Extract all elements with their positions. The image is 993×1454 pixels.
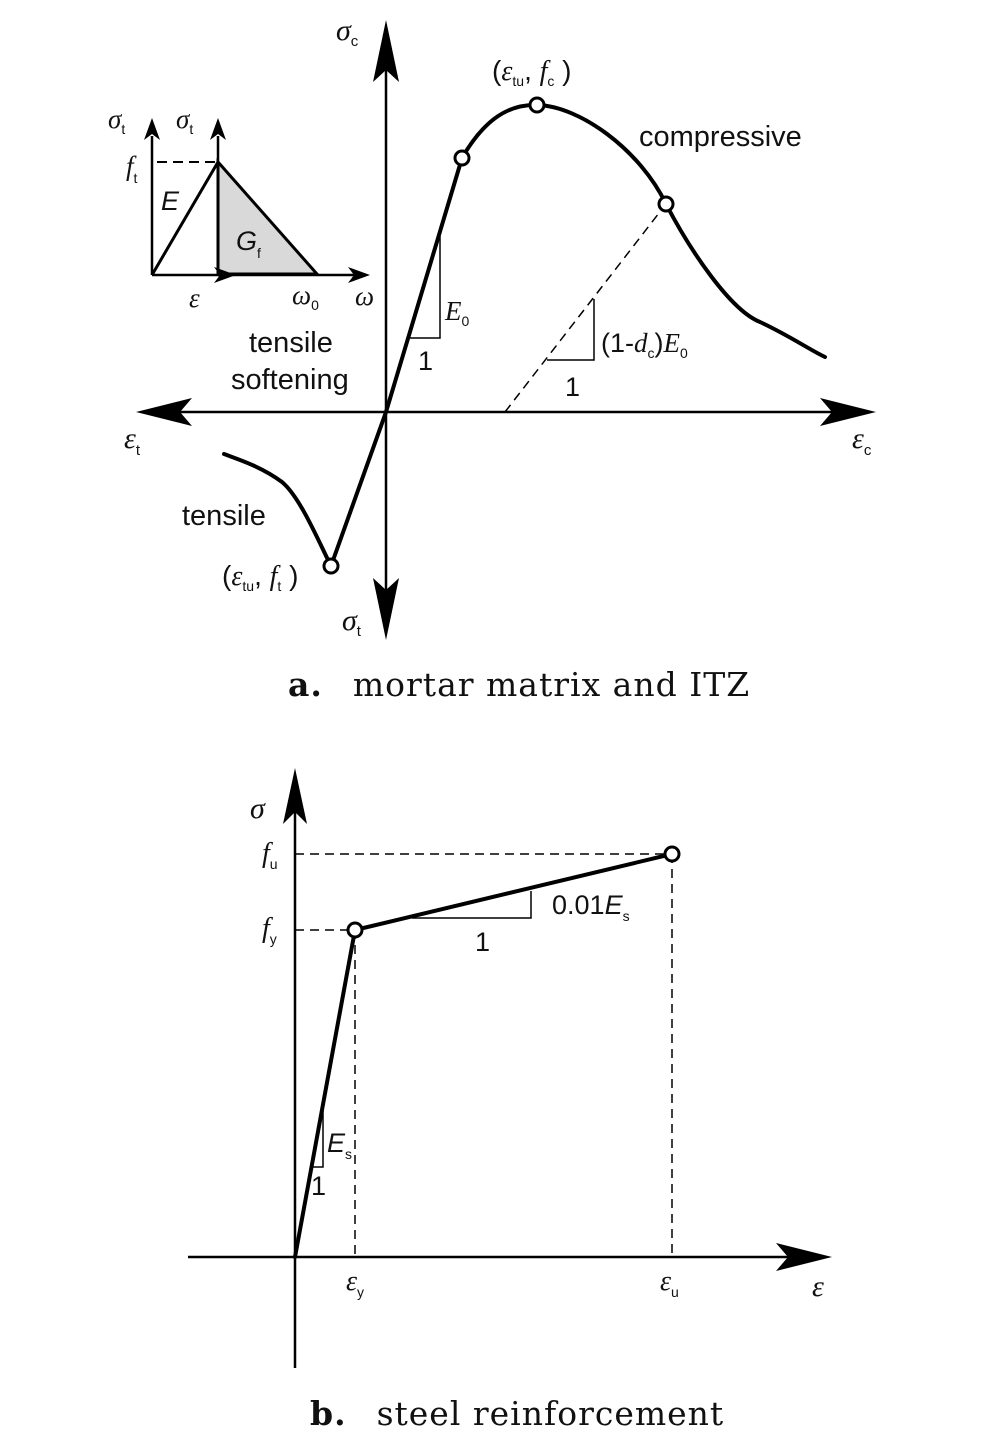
unload-slope-label: (1-dc)E0	[601, 328, 688, 361]
arrowhead-right-a	[820, 398, 876, 426]
slope-e0-label: E0	[444, 296, 470, 329]
eps-t-axis-label: εt	[124, 422, 141, 459]
tensile-label: tensile	[182, 500, 266, 532]
slope-e0-one: 1	[418, 346, 433, 376]
fu-label: fu	[262, 838, 278, 872]
eps-u-label: εu	[660, 1266, 679, 1300]
es-label: Es	[327, 1128, 352, 1162]
hardening-slope-triangle	[412, 891, 532, 919]
es-one: 1	[311, 1171, 326, 1201]
unload-one: 1	[565, 372, 580, 402]
inset-right-up-arrow	[210, 118, 226, 140]
elastic-slope-triangle	[311, 1110, 324, 1168]
inset-right-right-arrow	[348, 267, 370, 283]
ultimate-point	[663, 845, 681, 863]
inset-eps-label: ε	[189, 283, 200, 313]
elastic-limit-point	[453, 149, 471, 167]
fy-label: fy	[262, 913, 277, 947]
arrowhead-up-b	[283, 768, 307, 824]
tensile-peak-label: (εtu, ft )	[222, 560, 298, 594]
figure-b: σ ε fu fy εy εu 0.01Es 1 Es 1 b.steel re…	[188, 768, 832, 1433]
inset-e-label: E	[161, 186, 180, 216]
inset-omega-label: ω	[355, 281, 374, 311]
eps-y-label: εy	[346, 1266, 364, 1300]
inset-sigma-t-right: σt	[176, 104, 193, 137]
inset-left-up-arrow	[144, 118, 160, 140]
tensile-peak-point	[322, 557, 340, 575]
compressive-peak-point	[528, 96, 546, 114]
arrowhead-up-a	[373, 20, 399, 82]
arrowhead-right-b	[776, 1243, 832, 1271]
unloading-line	[504, 203, 667, 413]
compressive-label: compressive	[639, 121, 802, 153]
yield-point	[346, 921, 364, 939]
slope-triangle-unload	[547, 299, 595, 361]
tensile-softening-inset: σt σt ft E Gf ε ω0 ω	[108, 104, 374, 313]
slope-triangle-e0	[410, 236, 441, 339]
inset-omega0-label: ω0	[292, 280, 319, 313]
sigma-axis-label-b: σ	[250, 792, 266, 825]
eps-axis-label-b: ε	[812, 1270, 824, 1303]
hardening-one: 1	[475, 927, 490, 957]
compressive-curve	[384, 102, 827, 414]
hardening-slope-label: 0.01Es	[552, 890, 630, 924]
arrowhead-down-a	[373, 578, 399, 640]
figure-a: σc εc εt σt E0 1 (1-dc)E0 1 (εtu, fc ) (…	[108, 14, 876, 704]
compressive-peak-label: (εtu, fc )	[492, 55, 572, 89]
tensile-softening-line1: tensile	[249, 327, 333, 359]
inset-sigma-t-left: σt	[108, 104, 125, 137]
inset-gf-label: Gf	[236, 226, 261, 261]
sigma-c-axis-label: σc	[336, 14, 359, 50]
caption-a: a.mortar matrix and ITZ	[288, 665, 750, 704]
inset-ft-label: ft	[126, 151, 138, 186]
tensile-curve	[222, 410, 388, 568]
caption-b: b.steel reinforcement	[310, 1394, 724, 1433]
sigma-t-axis-label: σt	[342, 604, 362, 640]
arrowhead-left-a	[136, 398, 192, 426]
inset-elastic-line	[150, 161, 220, 276]
tensile-softening-line2: softening	[231, 364, 349, 396]
unloading-point	[657, 195, 675, 213]
eps-c-axis-label: εc	[852, 422, 872, 459]
fracture-energy-area	[216, 158, 321, 276]
